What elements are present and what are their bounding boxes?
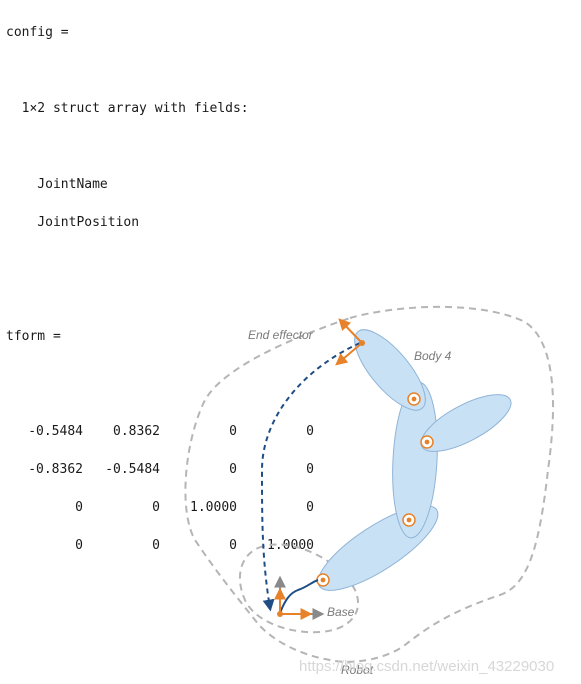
blank-line (6, 137, 314, 156)
matrix-cell: -0.5484 (105, 462, 160, 477)
matrix-cell: 0 (229, 538, 237, 553)
matrix-row: 0 0 0 1.0000 (6, 536, 314, 555)
tform-header: tform = (6, 329, 61, 344)
workspace-boundary (184, 305, 555, 663)
config-header: config = (6, 25, 69, 40)
matrix-cell: 0 (306, 424, 314, 439)
matrix-cell: 1.0000 (190, 500, 237, 515)
matrix-cell: 0 (306, 500, 314, 515)
base-frame (274, 575, 325, 620)
base-link (279, 579, 319, 614)
matrix-cell: 0 (75, 500, 83, 515)
end-effector-frame (335, 318, 365, 366)
field-jointname: JointName (6, 177, 108, 192)
command-window-output: config = 1×2 struct array with fields: J… (6, 4, 314, 593)
base-label: Base (327, 605, 355, 619)
blank-line (6, 61, 314, 80)
robot-joints (316, 392, 434, 587)
matrix-cell: -0.8362 (28, 462, 83, 477)
matrix-cell: -0.5484 (28, 424, 83, 439)
matrix-row: -0.8362 -0.5484 0 0 (6, 460, 314, 479)
matrix-row: -0.5484 0.8362 0 0 (6, 422, 314, 441)
matrix-cell: 1.0000 (267, 538, 314, 553)
watermark: https://blog.csdn.net/weixin_43229030 (299, 658, 554, 675)
matrix-cell: 0 (229, 424, 237, 439)
joint-marker (402, 513, 416, 527)
transform-path (260, 342, 361, 612)
struct-description: 1×2 struct array with fields: (6, 101, 249, 116)
robot-label: Robot (341, 663, 374, 677)
end-effector-label: End effector (248, 328, 314, 342)
body-4-label: Body 4 (414, 349, 452, 363)
matrix-row: 0 0 1.0000 0 (6, 498, 314, 517)
matrix-cell: 0 (152, 500, 160, 515)
body-4 (354, 329, 426, 411)
matrix-cell: 0 (229, 462, 237, 477)
joint-marker (407, 392, 421, 406)
matrix-cell: 0 (152, 538, 160, 553)
base-boundary (238, 543, 360, 634)
body-3 (420, 394, 512, 452)
blank-line (6, 251, 314, 270)
matrix-cell: 0 (75, 538, 83, 553)
tform-matrix: -0.5484 0.8362 0 0 -0.8362 -0.5484 0 0 0 0 1.000… (6, 403, 314, 574)
joint-marker (420, 435, 434, 449)
robot-bodies (317, 329, 512, 591)
field-jointposition: JointPosition (6, 215, 140, 230)
robot-diagram: End effector Body 4 Base Robot https://b… (184, 305, 555, 677)
matrix-cell: 0.8362 (113, 424, 160, 439)
joint-marker (316, 573, 330, 587)
matrix-cell: 0 (306, 462, 314, 477)
